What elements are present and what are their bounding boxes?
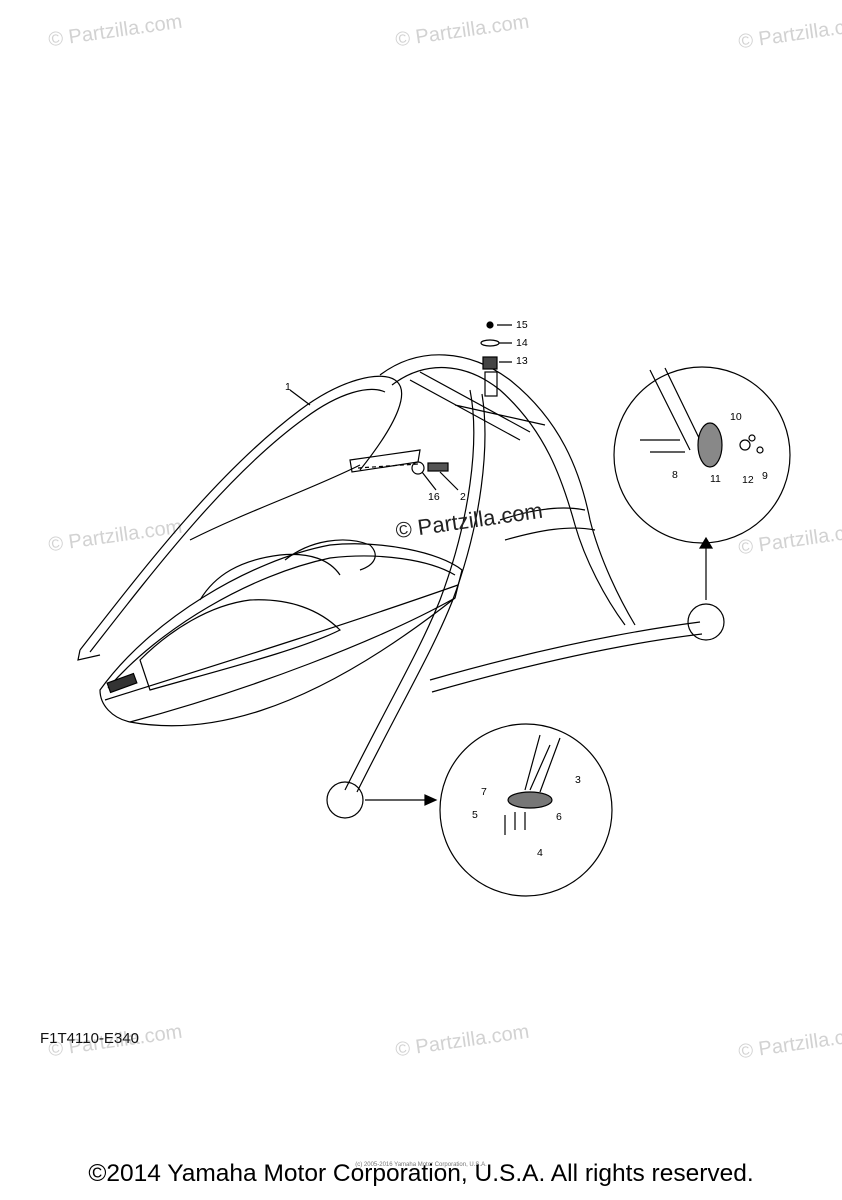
part-11 [697, 422, 723, 468]
boat-deck-line [107, 555, 456, 689]
tower-leg-right [344, 389, 475, 791]
leader-1 [289, 389, 311, 406]
boat-windshield [199, 553, 341, 601]
tower-arch-front [79, 375, 403, 651]
mount-base [484, 371, 498, 397]
boat-seat [284, 539, 376, 571]
detail-lower-tube [524, 734, 561, 793]
tower-crossbar [429, 621, 701, 681]
callout-12: 12 [742, 474, 754, 486]
callout-13: 13 [516, 355, 528, 367]
detail-upper-tube [649, 367, 701, 451]
tower-arch-rear-inner [391, 367, 626, 626]
callout-9: 9 [762, 470, 768, 482]
leader-top [497, 324, 512, 363]
callout-16: 16 [428, 491, 440, 503]
leader-dashed [357, 463, 419, 469]
detail-circle-lower [439, 723, 613, 897]
boat-gunwale [104, 584, 459, 701]
copyright-notice: ©2014 Yamaha Motor Corporation, U.S.A. A… [88, 1160, 754, 1187]
part-8-bolts [640, 439, 685, 453]
tower-leg-left [189, 464, 361, 541]
callout-6: 6 [556, 811, 562, 823]
part-9 [756, 446, 764, 454]
boat-cockpit [139, 599, 342, 691]
callout-4: 4 [537, 847, 543, 859]
callout-15: 15 [516, 319, 528, 331]
callout-14: 14 [516, 337, 528, 349]
callout-8: 8 [672, 469, 678, 481]
callout-5: 5 [472, 809, 478, 821]
detail-circle-upper [613, 366, 791, 544]
zoom-circle-left [326, 781, 364, 819]
tower-arch-front-inner [89, 388, 386, 653]
tower-strut [499, 507, 596, 541]
part-14 [480, 339, 500, 347]
arrow-right-head [424, 794, 438, 806]
part-15 [486, 321, 494, 329]
callout-3: 3 [575, 774, 581, 786]
tower-top-bar [409, 371, 546, 441]
callout-7: 7 [481, 786, 487, 798]
tower-leg-right-inner [356, 393, 486, 793]
tower-left-foot [77, 649, 101, 661]
leader-16-2 [421, 471, 459, 491]
bolt-2 [427, 462, 449, 472]
part-12 [739, 439, 751, 451]
part-10 [748, 434, 756, 442]
callout-1: 1 [285, 381, 291, 393]
arrow-up-head [698, 536, 714, 549]
tower-arch-rear [379, 354, 636, 626]
callout-2: 2 [460, 491, 466, 503]
boat-vent [106, 672, 138, 694]
part-4-screws [504, 812, 526, 835]
part-13 [482, 356, 498, 370]
small-copyright: (c) 2005-2016 Yamaha Motor Corporation, … [355, 1162, 487, 1168]
callout-labels: 1 2 3 4 5 6 7 8 9 10 11 12 13 14 15 16 [285, 319, 768, 859]
part-6 [507, 791, 553, 809]
boat-keel [129, 597, 456, 727]
diagram-code: F1T4110-E340 [40, 1030, 139, 1047]
washer-16 [411, 461, 425, 475]
callout-11: 11 [710, 473, 721, 485]
tower-crossbar-inner [431, 633, 703, 693]
callout-10: 10 [730, 411, 742, 423]
zoom-circle-right [687, 603, 725, 641]
